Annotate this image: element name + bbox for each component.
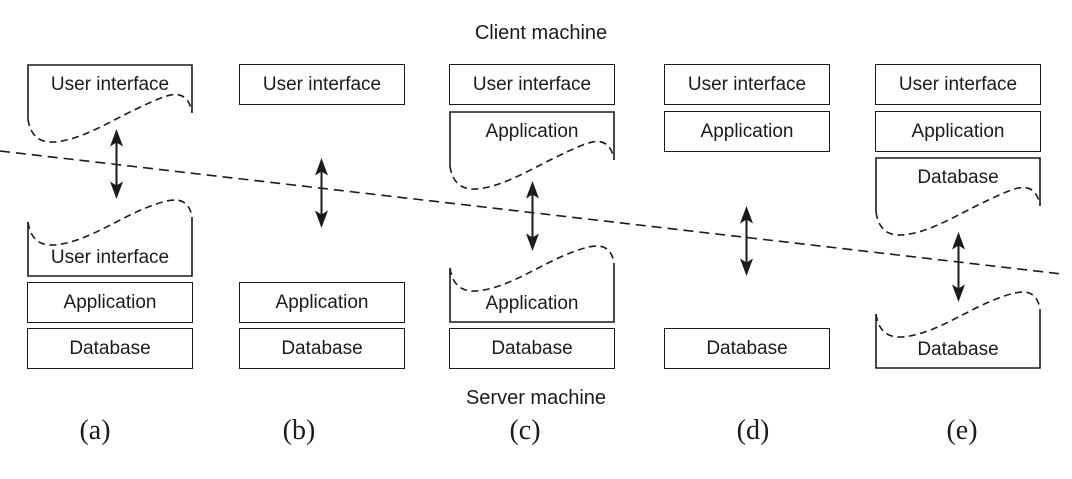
layer-label: User interface (262, 74, 382, 95)
layer-label: Database (706, 338, 788, 359)
double-arrow-icon (952, 232, 965, 302)
torn-bottom-box-icon (875, 157, 1041, 236)
server-box-database: Database (27, 328, 193, 369)
client-box-user-interface-torn: User interface (27, 64, 193, 148)
double-arrow-icon (740, 206, 753, 276)
layer-label: Database (917, 339, 999, 360)
client-box-user-interface: User interface (875, 64, 1041, 105)
column-caption-a: (a) (79, 415, 111, 446)
layer-label: User interface (898, 74, 1018, 95)
double-arrow-icon (315, 158, 328, 228)
column-caption-e: (e) (946, 415, 978, 446)
torn-top-box-icon (449, 245, 615, 323)
layer-label: Application (485, 293, 579, 314)
layer-label: Application (700, 121, 794, 142)
server-box-application-torn: Application (449, 243, 615, 323)
layer-label: User interface (472, 74, 592, 95)
double-arrow-icon (526, 181, 539, 251)
layer-label: User interface (50, 247, 170, 268)
server-box-user-interface-torn: User interface (27, 197, 193, 277)
layer-label: User interface (50, 74, 170, 95)
layer-label: Database (281, 338, 363, 359)
client-box-user-interface: User interface (664, 64, 830, 105)
server-box-database: Database (239, 328, 405, 369)
client-box-application-torn: Application (449, 111, 615, 195)
server-box-application: Application (27, 282, 193, 323)
server-box-database: Database (664, 328, 830, 369)
server-box-application: Application (239, 282, 405, 323)
layer-label: Application (911, 121, 1005, 142)
server-box-database-torn: Database (875, 289, 1041, 369)
layer-label: Application (485, 121, 579, 142)
layer-label: Database (69, 338, 151, 359)
double-arrow-icon (110, 129, 123, 199)
client-box-database-torn: Database (875, 157, 1041, 241)
client-box-application: Application (875, 111, 1041, 152)
column-caption-c: (c) (509, 415, 541, 446)
layer-label: Application (63, 292, 157, 313)
server-box-database: Database (449, 328, 615, 369)
layer-label: User interface (687, 74, 807, 95)
server-machine-label: Server machine (465, 387, 607, 409)
client-box-user-interface: User interface (449, 64, 615, 105)
layer-label: Application (275, 292, 369, 313)
dashed-diagonal-line-icon (0, 150, 1063, 275)
client-box-application: Application (664, 111, 830, 152)
torn-top-box-icon (875, 291, 1041, 369)
torn-bottom-box-icon (27, 64, 193, 143)
column-caption-d: (d) (736, 415, 770, 446)
layer-label: Database (917, 167, 999, 188)
torn-top-box-icon (27, 199, 193, 277)
column-caption-b: (b) (282, 415, 316, 446)
torn-bottom-box-icon (449, 111, 615, 190)
client-machine-label: Client machine (474, 22, 608, 44)
client-box-user-interface: User interface (239, 64, 405, 105)
layer-label: Database (491, 338, 573, 359)
